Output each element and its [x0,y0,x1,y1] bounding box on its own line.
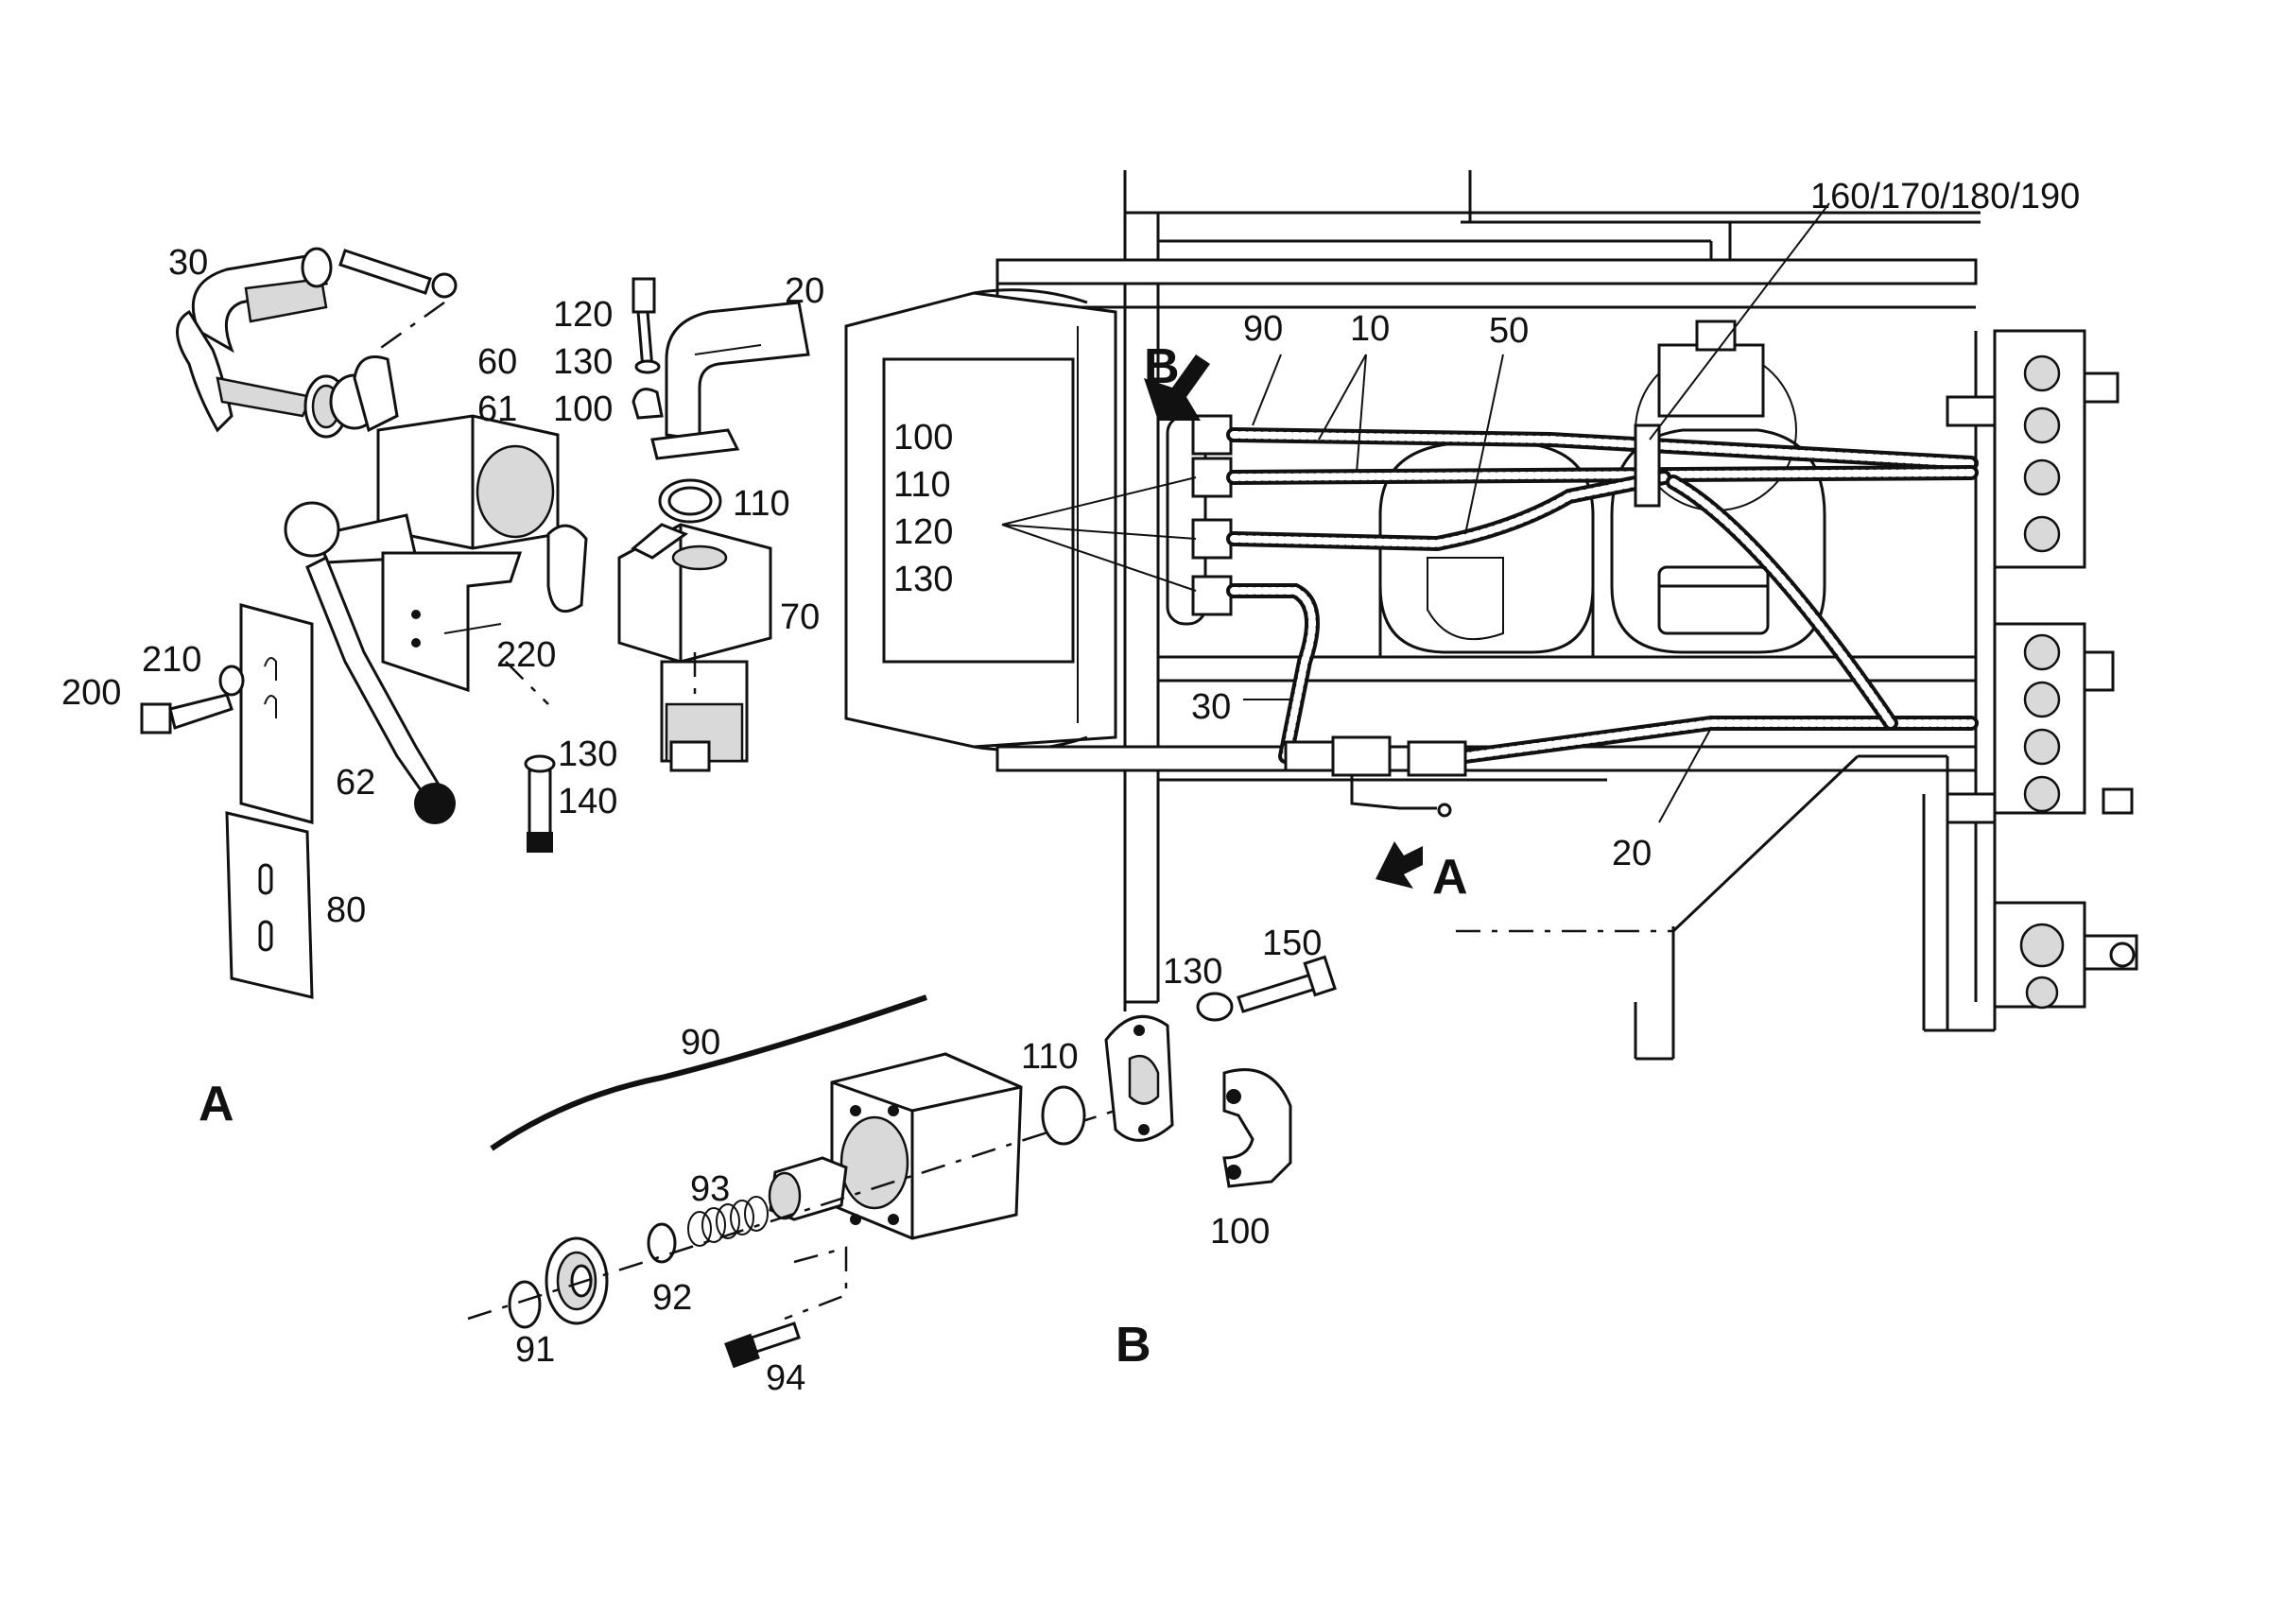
hoses [1226,427,1979,764]
callout-110-main: 110 [893,465,951,505]
callout-130-a: 130 [553,342,613,382]
callout-100-main: 100 [893,418,953,458]
callout-210: 210 [142,640,201,680]
callout-20-main: 20 [1612,834,1652,873]
view-letter-b: B [1116,1318,1151,1373]
callout-90-b: 90 [681,1023,720,1063]
callout-92: 92 [652,1278,692,1318]
callout-110-b: 110 [1021,1037,1079,1077]
callout-110-a: 110 [733,484,790,524]
callout-91: 91 [515,1330,555,1370]
callout-130-b: 130 [1163,952,1222,992]
callout-90-main: 90 [1243,309,1283,349]
hose-clamp [1634,423,1661,508]
arrow-letter-b: B [1144,339,1180,394]
callout-130-main: 130 [893,560,953,599]
callout-93: 93 [690,1169,730,1209]
callout-60: 60 [477,342,517,382]
callout-20-a: 20 [785,271,824,311]
callout-130-a2: 130 [558,734,617,774]
callout-61: 61 [477,389,517,429]
view-b-arrow [1144,354,1210,421]
machine-frame [844,170,2138,1061]
callout-94: 94 [766,1358,805,1398]
callout-62: 62 [336,763,375,803]
callout-80: 80 [326,890,366,930]
callout-70: 70 [780,597,820,637]
callout-100-a: 100 [553,389,613,429]
view-a-arrow [1376,841,1423,889]
callout-150: 150 [1262,924,1322,963]
callout-120-a: 120 [553,295,613,335]
callout-160-190: 160/170/180/190 [1810,177,2080,216]
arrow-letter-a: A [1432,850,1468,905]
callout-30-main: 30 [1191,687,1231,727]
callout-100-b: 100 [1210,1212,1270,1252]
callout-120-main: 120 [893,512,953,552]
callout-220: 220 [496,635,556,675]
view-letter-a: A [199,1077,234,1132]
callout-30-a: 30 [168,243,208,283]
callout-50: 50 [1489,311,1529,351]
callout-200: 200 [61,673,121,713]
valve-bank [1946,329,2138,1010]
callout-10: 10 [1350,309,1390,349]
leader-lines [443,202,1830,823]
callout-140: 140 [558,782,617,821]
detail-a-assembly [140,247,810,999]
detail-b-assembly [467,955,1337,1369]
